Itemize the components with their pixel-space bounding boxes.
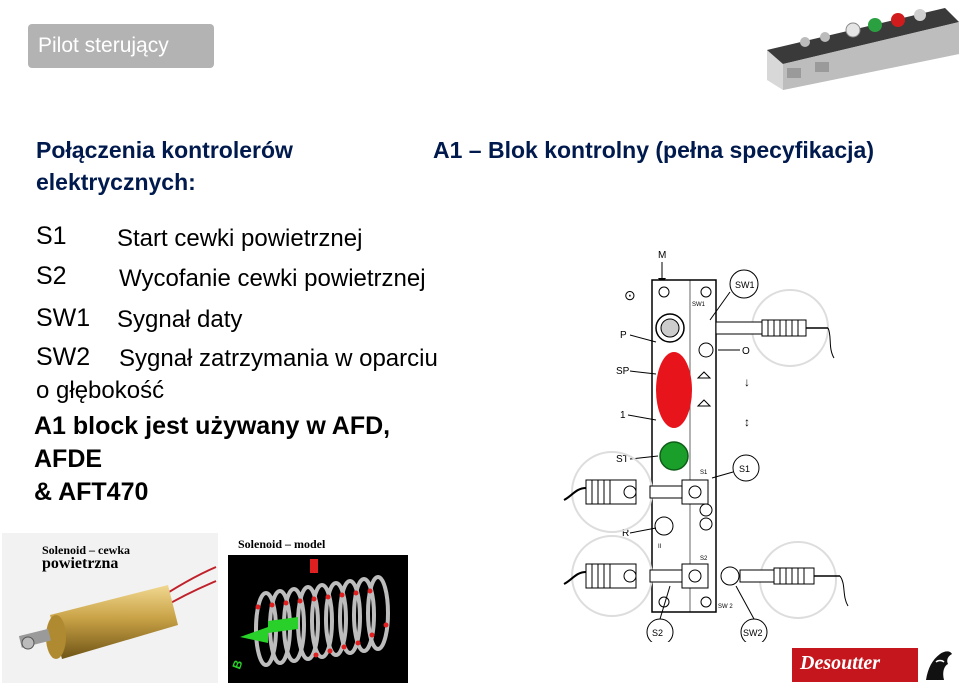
- legend-desc-continuation: o głębokość: [36, 377, 165, 404]
- small-sw2: SW 2: [718, 604, 733, 610]
- legend-desc-s2: Wycofanie cewki powietrznej: [119, 265, 426, 292]
- control-block-schematic: M ⊙ P SP 1 ST R O ↓ ↕: [563, 250, 849, 642]
- callout-sw2: SW2: [743, 628, 763, 638]
- small-sw1: SW1: [692, 302, 706, 308]
- solenoid-coil-caption-1: Solenoid – cewka: [42, 543, 131, 557]
- label-st: ST: [616, 454, 629, 465]
- solenoid-coil-photo: Solenoid – cewka powietrzna: [2, 533, 218, 683]
- small-s1: S1: [700, 470, 708, 476]
- note-line-3: & AFT470: [34, 478, 149, 506]
- label-o: O: [742, 346, 750, 357]
- logo-text: Desoutter: [800, 652, 880, 674]
- desoutter-logo: Desoutter: [792, 648, 918, 682]
- label-dot: ⊙: [624, 287, 636, 303]
- label-m: M: [658, 250, 666, 261]
- legend-desc-sw1: Sygnał daty: [117, 306, 243, 333]
- legend-code-s1: S1: [36, 222, 67, 250]
- legend-code-sw2: SW2: [36, 343, 91, 371]
- note-line-2: AFDE: [34, 445, 103, 473]
- label-one: 1: [620, 410, 626, 421]
- small-ii: II: [658, 544, 662, 550]
- solenoid-model-panel: Solenoid – model B I: [228, 533, 408, 683]
- arrow-up-1: ↕: [744, 415, 750, 429]
- legend-desc-sw2: Sygnał zatrzymania w oparciu: [119, 345, 438, 372]
- callout-sw1: SW1: [735, 280, 755, 290]
- small-s2: S2: [700, 556, 708, 562]
- label-sp: SP: [616, 366, 630, 377]
- slide-title: Pilot sterujący: [28, 24, 214, 68]
- solenoid-coil-caption-2: powietrzna: [42, 555, 119, 572]
- legend-desc-s1: Start cewki powietrznej: [117, 225, 363, 252]
- arrow-down-1: ↓: [744, 375, 750, 389]
- solenoid-coil-illustration: [18, 566, 217, 659]
- solenoid-model-caption: Solenoid – model: [238, 537, 326, 551]
- callout-s2: S2: [652, 628, 663, 638]
- block-spec-heading: A1 – Blok kontrolny (pełna specyfikacja): [433, 137, 874, 163]
- legend-code-sw1: SW1: [36, 304, 91, 332]
- solenoid-model-illustration: B I: [228, 555, 408, 683]
- label-r: R: [622, 528, 629, 539]
- callout-s1: S1: [739, 464, 750, 474]
- connections-heading: Połączenia kontrolerów elektrycznych:: [36, 137, 293, 195]
- label-p: P: [620, 330, 627, 341]
- horse-logo-icon: [926, 651, 952, 680]
- control-block-photo: [767, 8, 959, 90]
- legend-code-s2: S2: [36, 262, 67, 290]
- note-line-1: A1 block jest używany w AFD,: [34, 412, 391, 440]
